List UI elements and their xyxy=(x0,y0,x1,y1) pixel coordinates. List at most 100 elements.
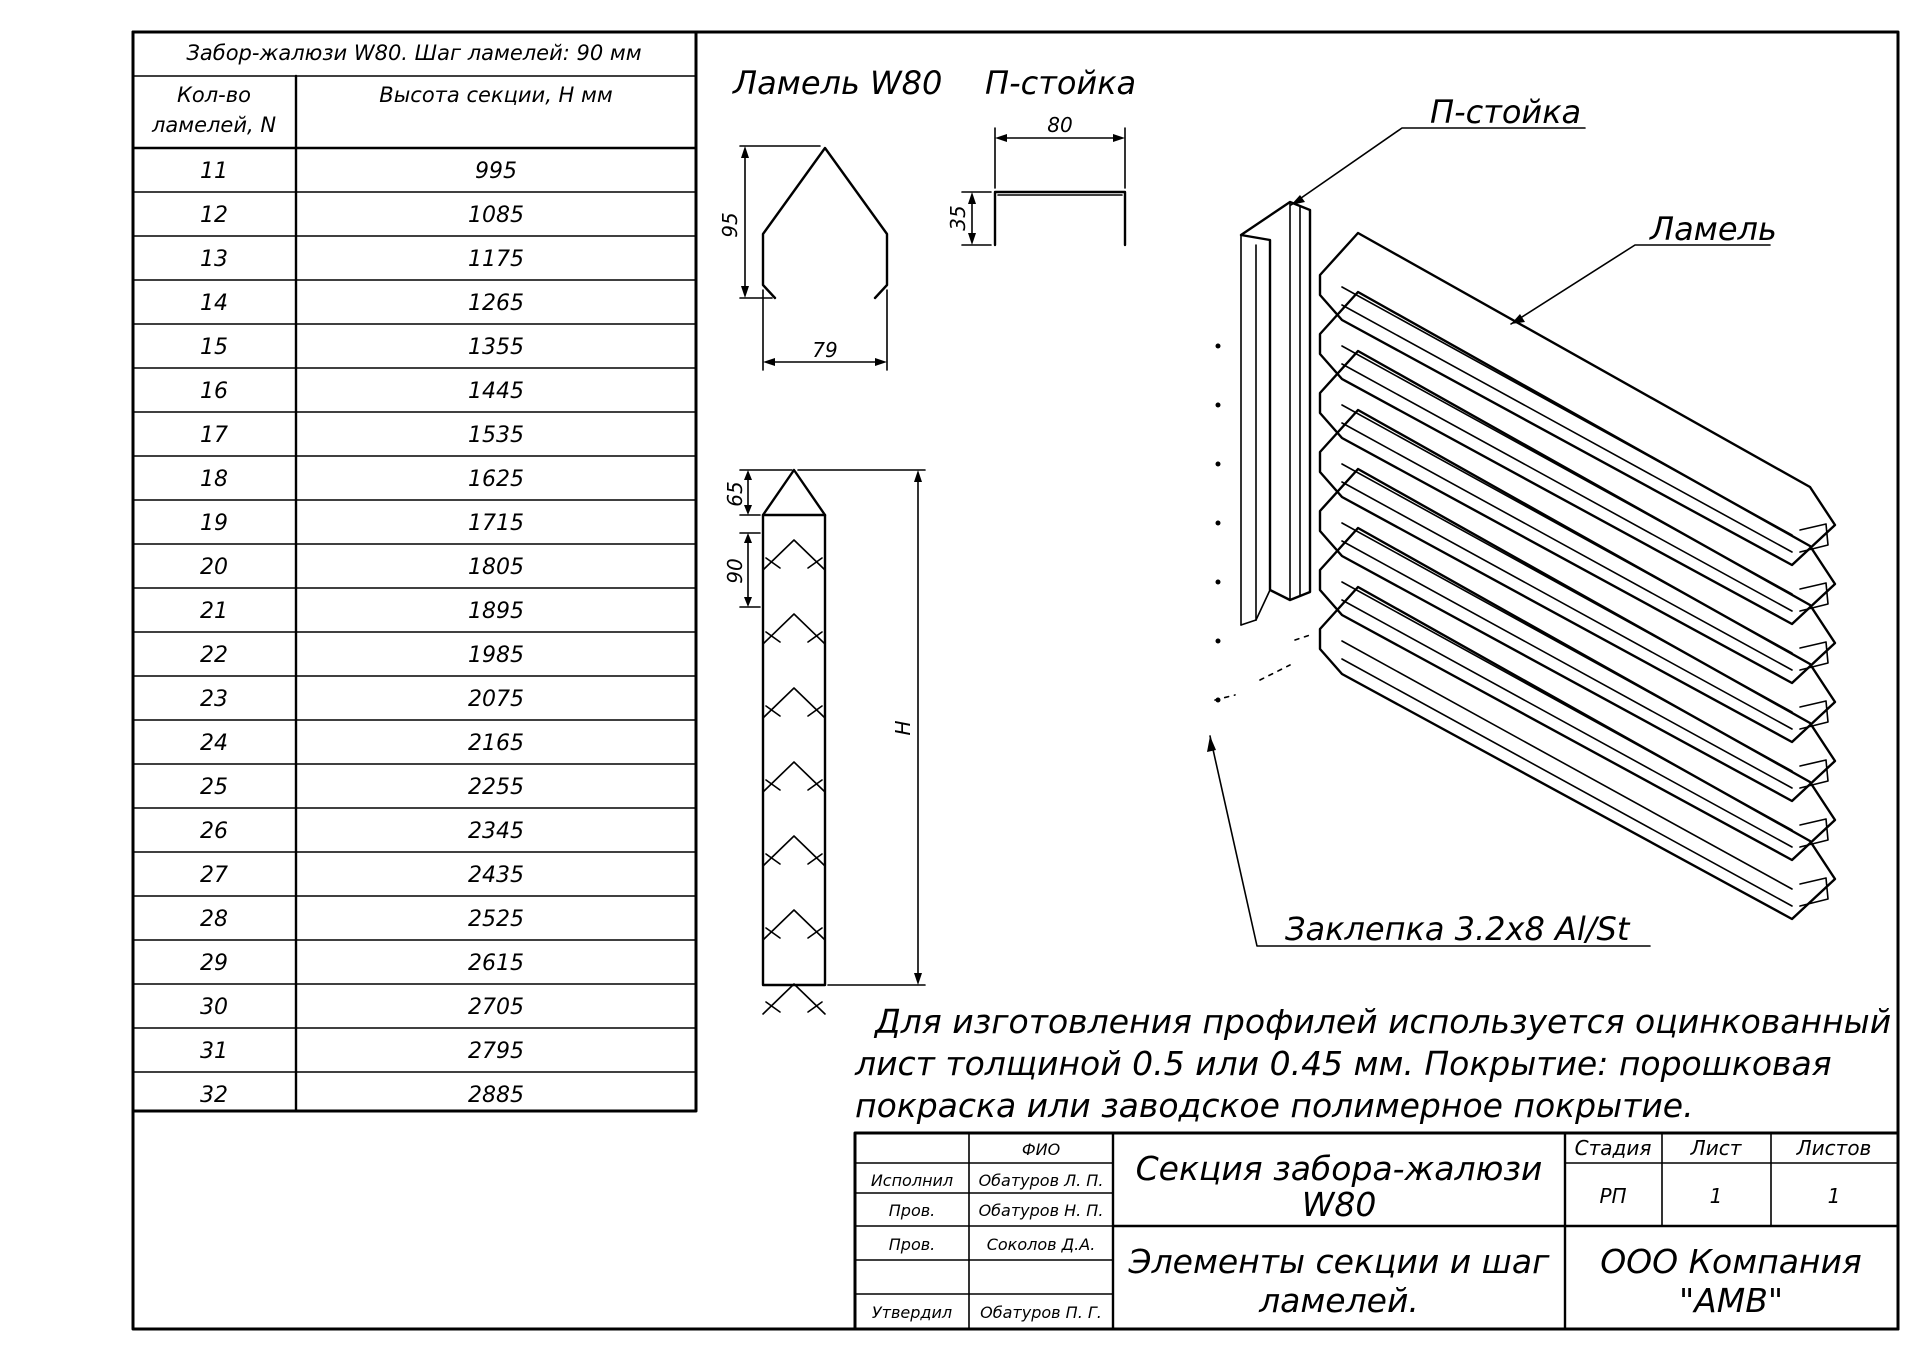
lamel-chevron-tick xyxy=(807,779,823,791)
table-cell-height: 2165 xyxy=(468,731,524,756)
iso-lamel-end xyxy=(1799,759,1829,789)
material-note: Для изготовления профилей используется о… xyxy=(854,1002,1891,1125)
lamel-chevron xyxy=(762,983,826,1015)
note-line-2: лист толщиной 0.5 или 0.45 мм. Покрытие:… xyxy=(854,1044,1832,1083)
lamel-chevron xyxy=(762,613,826,645)
table-cell-height: 1445 xyxy=(468,379,524,404)
rivet-dot xyxy=(1215,579,1221,585)
stamp-role-2: Пров. xyxy=(889,1201,936,1220)
iso-lamel-ridge xyxy=(1341,540,1793,789)
post-profile-title: П-стойка xyxy=(985,64,1136,102)
table-title: Забор-жалюзи W80. Шаг ламелей: 90 мм xyxy=(186,41,641,65)
lamel-chevron xyxy=(762,539,826,571)
lamel-profile-title: Ламель W80 xyxy=(732,64,942,102)
table-cell-height: 995 xyxy=(475,159,517,184)
table-cell-height: 1265 xyxy=(468,291,524,316)
lamel-label: Ламель xyxy=(1649,210,1777,248)
iso-lamel-ridge xyxy=(1341,363,1793,612)
iso-lamel-end xyxy=(1799,877,1829,907)
table-cell-height: 1805 xyxy=(468,555,524,580)
table-cell-height: 1085 xyxy=(468,203,524,228)
table-cell-count: 27 xyxy=(200,863,228,888)
iso-lamel-end xyxy=(1799,700,1829,730)
sheets-header: Листов xyxy=(1796,1136,1872,1160)
dim-90: 90 xyxy=(723,558,747,583)
lamel-chevron xyxy=(762,761,826,793)
table-cell-height: 2255 xyxy=(468,775,524,800)
table-cell-count: 25 xyxy=(200,775,228,800)
stamp-name-1: Обатуров Л. П. xyxy=(979,1171,1104,1190)
dim-79: 79 xyxy=(812,338,837,362)
sheet-value: 1 xyxy=(1710,1184,1723,1208)
table-cell-count: 15 xyxy=(200,335,228,360)
stage-header: Стадия xyxy=(1575,1136,1652,1160)
title-block: ФИО Исполнил Обатуров Л. П. Пров. Обатур… xyxy=(853,1131,1900,1331)
lamel-chevron-tick xyxy=(807,853,823,865)
table-cell-count: 18 xyxy=(200,467,228,492)
iso-lamel xyxy=(1318,585,1837,921)
table-cell-count: 32 xyxy=(200,1083,228,1108)
table-cell-height: 2795 xyxy=(468,1039,524,1064)
table-cell-count: 24 xyxy=(200,731,228,756)
table-cell-height: 2435 xyxy=(468,863,524,888)
iso-lamel xyxy=(1318,231,1837,567)
rivet-dot xyxy=(1215,402,1221,408)
lamel-chevron-tick xyxy=(765,1001,781,1013)
stamp-role-1: Исполнил xyxy=(871,1171,953,1190)
lamel-chevron-tick xyxy=(765,779,781,791)
lamel-chevron-tick xyxy=(807,631,823,643)
iso-lamel xyxy=(1318,290,1837,626)
lamel-chevron xyxy=(762,835,826,867)
table-cell-height: 2345 xyxy=(468,819,524,844)
stamp-fio: ФИО xyxy=(1022,1140,1060,1159)
iso-lamel xyxy=(1318,467,1837,803)
lamel-chevron-tick xyxy=(765,927,781,939)
table-cell-height: 1715 xyxy=(468,511,524,536)
dim-95: 95 xyxy=(718,212,742,237)
table-cell-count: 20 xyxy=(200,555,228,580)
table-cell-count: 31 xyxy=(200,1039,228,1064)
table-cell-count: 16 xyxy=(200,379,228,404)
iso-lamel-end xyxy=(1799,818,1829,848)
note-line-1: Для изготовления профилей используется о… xyxy=(873,1002,1891,1041)
dim-80: 80 xyxy=(1047,113,1072,137)
lamel-chevron-tick xyxy=(765,557,781,569)
table-cell-count: 11 xyxy=(200,159,228,184)
lamel-chevron xyxy=(762,687,826,719)
lamel-chevron-tick xyxy=(765,705,781,717)
drawing-subtitle-1: Элементы секции и шаг xyxy=(1128,1242,1551,1281)
table-cell-count: 28 xyxy=(200,907,228,932)
stamp-name-3: Соколов Д.А. xyxy=(987,1235,1096,1254)
table-cell-height: 1985 xyxy=(468,643,524,668)
lamel-elevation-view: 65 90 H xyxy=(723,468,926,1015)
table-cell-height: 2885 xyxy=(468,1083,524,1108)
p-post-iso xyxy=(1239,200,1312,626)
iso-lamel xyxy=(1318,408,1837,744)
col-count-header: Кол-во xyxy=(177,83,251,107)
table-cell-count: 12 xyxy=(200,203,228,228)
rivet-dot xyxy=(1215,343,1221,349)
rivet-dot xyxy=(1215,638,1221,644)
note-line-3: покраска или заводское полимерное покрыт… xyxy=(855,1086,1694,1125)
table-cell-height: 1175 xyxy=(468,247,524,272)
post-label: П-стойка xyxy=(1430,93,1581,131)
table-cell-count: 30 xyxy=(200,995,228,1020)
table-cell-height: 2615 xyxy=(468,951,524,976)
dim-H: H xyxy=(891,720,915,735)
table-cell-count: 21 xyxy=(200,599,228,624)
table-cell-height: 1355 xyxy=(468,335,524,360)
stage-value: РП xyxy=(1599,1184,1626,1208)
sheet-header: Лист xyxy=(1690,1136,1743,1160)
iso-lamel-ridge xyxy=(1341,640,1793,890)
lamel-chevron-tick xyxy=(807,927,823,939)
dim-35: 35 xyxy=(946,205,970,230)
table-cell-count: 26 xyxy=(200,819,228,844)
iso-lamel-ridge xyxy=(1341,658,1793,907)
table-cell-count: 13 xyxy=(200,247,228,272)
table-cell-count: 17 xyxy=(200,423,228,448)
stamp-name-2: Обатуров Н. П. xyxy=(979,1201,1104,1220)
table-cell-count: 22 xyxy=(200,643,228,668)
table-cell-count: 19 xyxy=(200,511,228,536)
lamel-chevron-tick xyxy=(807,705,823,717)
